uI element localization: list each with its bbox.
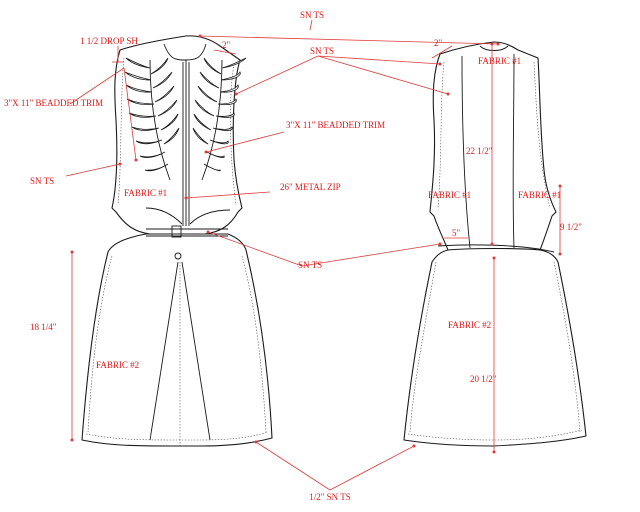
label-fabric1-back-top: FABRIC #1 [478, 56, 521, 66]
back-waist-seam [437, 244, 555, 253]
metal-zip [182, 62, 190, 226]
label-length-20: 20 1/2" [470, 374, 497, 384]
back-view [403, 41, 587, 447]
label-beaded-trim-right: 3"X 11" BEADDED TRIM [286, 120, 385, 130]
back-panel-seam-left [461, 55, 471, 249]
back-hem-stitch [407, 429, 583, 441]
label-fabric1-back-right: FABRIC #1 [518, 190, 561, 200]
front-side-stitch-right [241, 255, 267, 433]
zip-pull [174, 252, 182, 260]
front-side-stitch-left [87, 255, 113, 433]
annotation-labels: SN TS 1 1/2 DROP SH 2" SN TS 2" FABRIC #… [4, 10, 582, 502]
label-2in-back: 2" [434, 38, 443, 48]
front-yoke-left [145, 207, 183, 225]
front-pleat-right [181, 261, 211, 441]
label-drop-sh: 1 1/2 DROP SH [80, 36, 138, 46]
label-fabric2-front: FABRIC #2 [96, 360, 139, 370]
label-fabric2-back: FABRIC #2 [448, 320, 491, 330]
back-skirt [403, 247, 587, 447]
front-waistband [146, 228, 228, 237]
label-metal-zip: 26" METAL ZIP [280, 182, 341, 192]
front-skirt [81, 233, 273, 447]
back-side-stitch-right [553, 261, 581, 433]
front-view [81, 35, 273, 447]
front-yoke-right [189, 209, 231, 225]
back-collar [479, 45, 509, 51]
front-pleat-left [149, 261, 179, 441]
label-fabric1-back-left: FABRIC #1 [428, 190, 471, 200]
label-length-22: 22 1/2" [466, 146, 493, 156]
back-armhole-stitch-left [437, 61, 445, 209]
label-9-half: 9 1/2" [560, 222, 582, 232]
front-hem-stitch [85, 431, 269, 441]
back-bodice [429, 41, 557, 251]
label-beaded-trim-left: 3"X 11" BEADDED TRIM [4, 98, 103, 108]
beaded-trim-right [192, 57, 247, 181]
label-sn-ts-top: SN TS [300, 10, 324, 20]
label-fabric1-front: FABRIC #1 [124, 188, 167, 198]
front-bodice [111, 35, 243, 235]
label-sn-ts-center: SN TS [298, 260, 322, 270]
front-armhole-stitch-left [117, 57, 125, 206]
annotation-lines [65, 19, 561, 491]
label-2in-front: 2" [222, 40, 231, 50]
back-side-stitch-left [409, 261, 437, 433]
label-sn-ts-left: SN TS [30, 176, 54, 186]
label-5in: 5" [452, 228, 461, 238]
annotation-arrowheads [70, 34, 562, 454]
label-length-18: 18 1/4" [30, 322, 57, 332]
label-half-sn-ts: 1/2" SN TS [309, 492, 351, 502]
back-armhole-stitch-right [533, 61, 551, 209]
belt-buckle [171, 225, 182, 238]
label-sn-ts-mid-top: SN TS [310, 46, 334, 56]
back-panel-seam-right [512, 53, 515, 249]
